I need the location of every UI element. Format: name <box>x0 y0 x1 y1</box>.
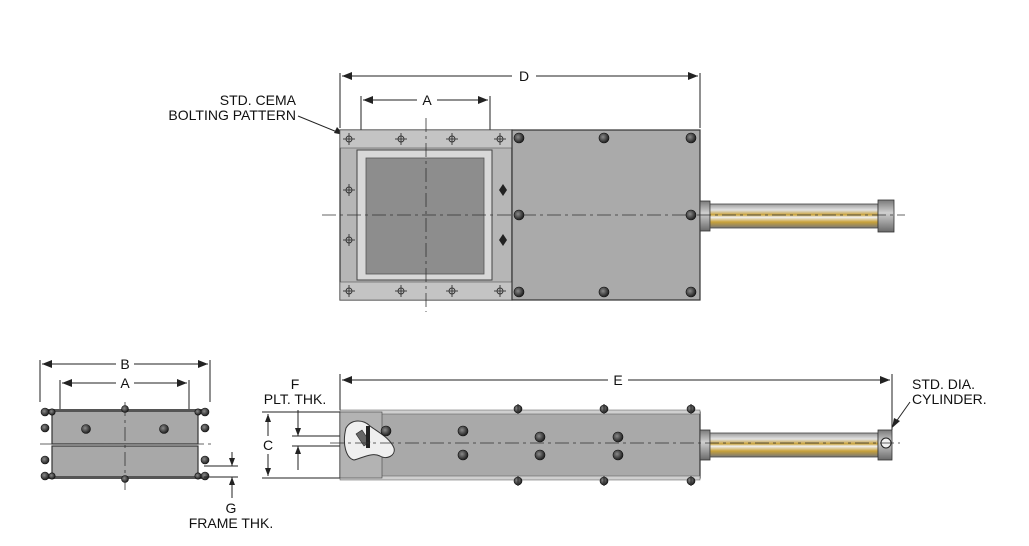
dim-a-end-label: A <box>120 375 130 391</box>
cylinder-top <box>699 199 895 233</box>
side-view-body <box>339 411 701 479</box>
end-view: B A <box>39 356 274 531</box>
plt-thk-label: PLT. THK. <box>264 391 327 407</box>
frame-marker <box>499 184 507 196</box>
dim-f-label: F <box>291 376 300 392</box>
dimension-b: B <box>39 356 211 402</box>
cema-bolt-marks <box>343 133 506 297</box>
dimension-g: G FRAME THK. <box>189 452 274 531</box>
dimension-a-top: A <box>360 92 491 150</box>
plate-bolts <box>513 132 697 298</box>
dimension-c: C <box>262 411 342 479</box>
dim-a-top-label: A <box>422 92 432 108</box>
cylinder-side <box>699 429 893 461</box>
side-view: F PLT. THK. C E <box>262 372 987 486</box>
cylinder-label-line2: CYLINDER. <box>912 391 987 407</box>
dimension-a-end: A <box>59 375 190 410</box>
cylinder-label-line1: STD. DIA. <box>912 376 975 392</box>
bolting-label-line2: BOLTING PATTERN <box>168 107 296 123</box>
dimension-d: D <box>339 68 701 128</box>
frame-thk-label: FRAME THK. <box>189 515 274 531</box>
dim-d-label: D <box>519 68 529 84</box>
dimension-f <box>292 410 342 470</box>
frame-marker <box>499 234 507 246</box>
end-view-bolts <box>40 405 210 483</box>
dim-g-label: G <box>226 500 237 516</box>
dim-c-label: C <box>263 437 273 453</box>
top-view: D A STD. CEMA BOLTING PATTERN <box>168 68 905 312</box>
dim-b-label: B <box>120 356 129 372</box>
bolting-pattern-callout: STD. CEMA BOLTING PATTERN <box>168 92 344 135</box>
dim-e-label: E <box>613 372 622 388</box>
cylinder-callout: STD. DIA. CYLINDER. <box>892 376 987 428</box>
bolting-label-line1: STD. CEMA <box>220 92 297 108</box>
dimension-e: E <box>339 372 893 430</box>
